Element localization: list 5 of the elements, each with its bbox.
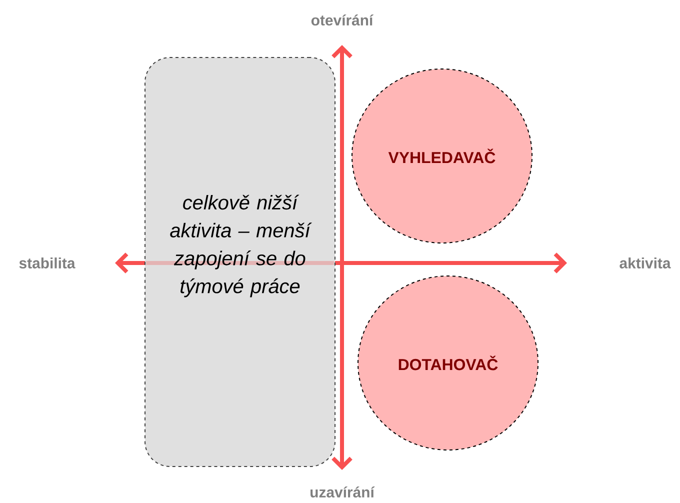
- axis-label: otevírání: [311, 14, 374, 26]
- axis-label: aktivita: [620, 258, 671, 268]
- axis-label: stabilita: [19, 258, 76, 268]
- axis-label: uzavírání: [310, 486, 375, 498]
- text-box: celkově nižší aktivita – menší zapojení se do týmové práce: [144, 57, 336, 467]
